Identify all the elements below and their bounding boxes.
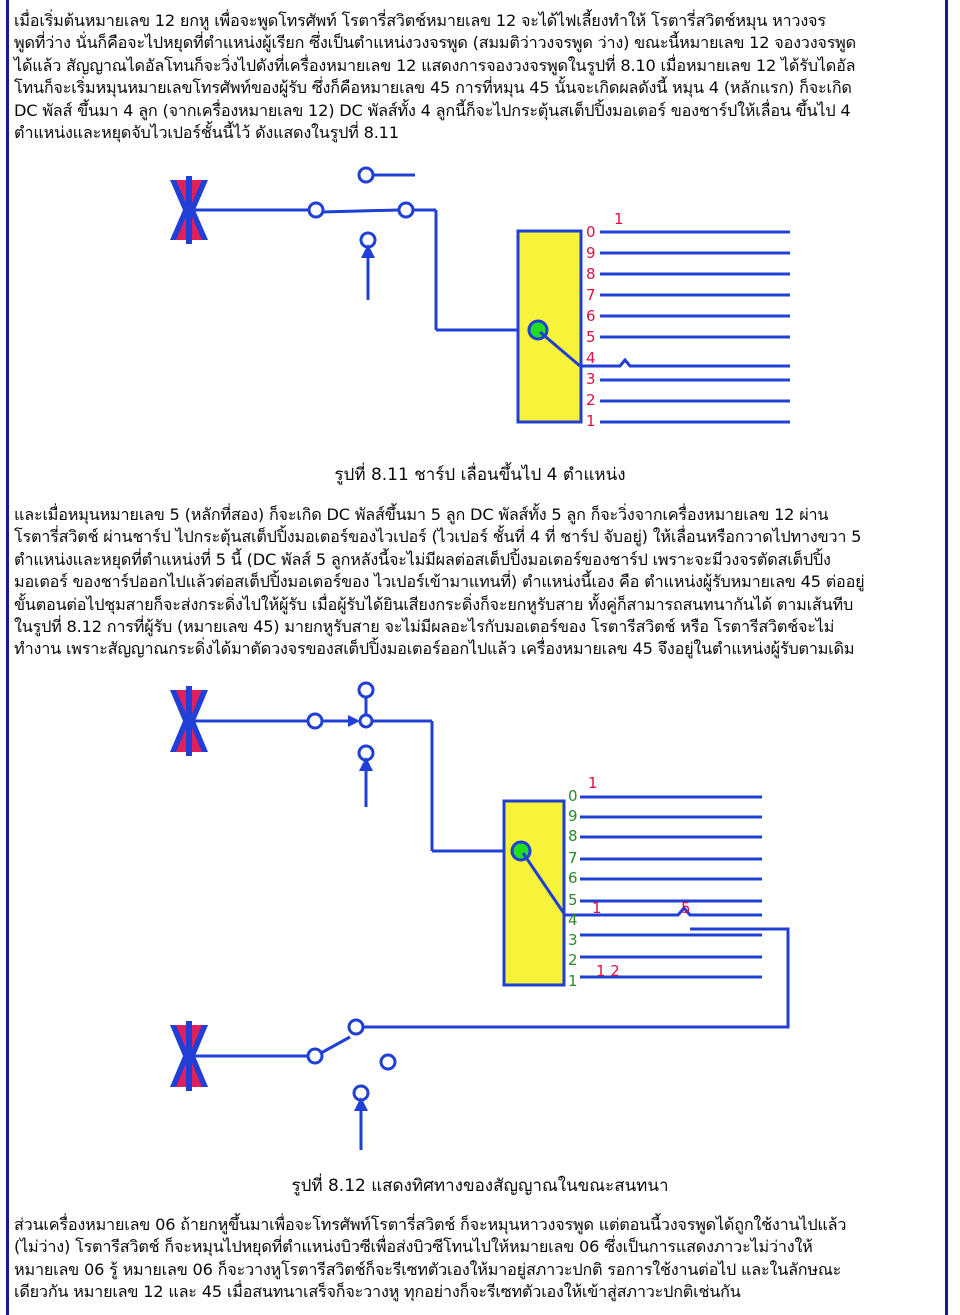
- digit-label: 9: [586, 244, 596, 262]
- sharp-bar: [516, 229, 583, 424]
- digit-label: 6: [568, 869, 578, 887]
- switch-contact: [357, 681, 375, 699]
- digit-label: 0: [568, 787, 578, 805]
- digit-label: 2: [586, 391, 596, 409]
- switch-contact: [357, 166, 375, 184]
- paragraph-2: และเมื่อหมุนหมายเลข 5 (หลักที่สอง) ก็จะเ…: [14, 505, 865, 659]
- contact-bank: [362, 795, 790, 1029]
- digit-label: 7: [568, 849, 578, 867]
- digit-label: 5: [568, 891, 578, 909]
- digit-label: 3: [586, 370, 596, 388]
- digit-label: 7: [586, 286, 596, 304]
- digit-label: 6: [586, 307, 596, 325]
- digit-label: 1: [568, 972, 578, 990]
- arrow-up-icon: [361, 244, 375, 258]
- switch-contact: [347, 1018, 365, 1036]
- arrow-up-icon: [354, 1097, 368, 1111]
- digit-label: 5: [586, 328, 596, 346]
- digit-label: 4: [568, 911, 578, 929]
- digit-label: 1: [586, 412, 596, 430]
- caption-8-11: รูปที่ 8.11 ชาร์ป เลื่อนขึ้นไป 4 ตำแหน่ง: [334, 465, 626, 485]
- switch-contact: [306, 712, 324, 730]
- contact-bank: [580, 230, 790, 424]
- switch-contact: [379, 1053, 397, 1071]
- digit-label: 0: [586, 223, 596, 241]
- marker-label: 1 2: [596, 962, 620, 980]
- phone-icon: [170, 1021, 208, 1091]
- paragraph-1: เมื่อเริ่มต้นหมายเลข 12 ยกหู เพื่อจะพูดโ…: [14, 11, 856, 143]
- switch-contact: [306, 1047, 324, 1065]
- digit-label: 9: [568, 807, 578, 825]
- digit-label: 8: [586, 265, 596, 283]
- sharp-bar: [502, 799, 566, 987]
- digit-label: 3: [568, 931, 578, 949]
- arrow-up-icon: [359, 757, 373, 771]
- digit-label: 2: [568, 951, 578, 969]
- page-frame: [6, 0, 948, 1315]
- digit-label: 4: [586, 349, 596, 367]
- figure-8-11: 0 9 8 7 6 5 4 3 2 1 1: [170, 166, 790, 430]
- switch-contact: [397, 201, 415, 219]
- phone-icon: [170, 686, 208, 756]
- paragraph-3: ส่วนเครื่องหมายเลข 06 ถ้ายกหูขึ้นมาเพื่อ…: [14, 1215, 847, 1302]
- marker-label: 1: [588, 774, 598, 792]
- digit-label: 8: [568, 827, 578, 845]
- figure-8-12: 1 1 5 1 2 0 9 8 7 6 5 4 3 2 1: [170, 681, 790, 1150]
- caption-8-12: รูปที่ 8.12 แสดงทิศทางของสัญญาณในขณะสนทน…: [291, 1176, 669, 1196]
- marker-label: 5: [681, 899, 691, 917]
- marker-label: 1: [614, 210, 624, 228]
- marker-label: 1: [592, 899, 602, 917]
- switch-contact: [307, 201, 325, 219]
